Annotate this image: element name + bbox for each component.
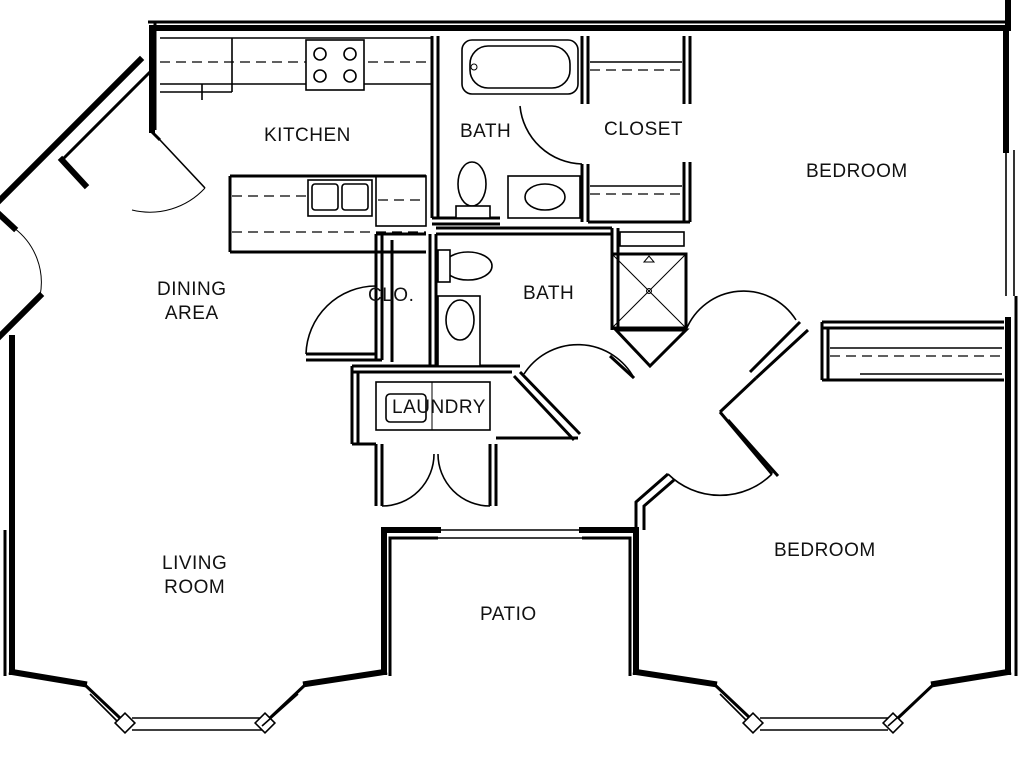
room-label-bath-lower: BATH — [523, 283, 575, 304]
bathtub-icon — [461, 39, 579, 95]
room-label-kitchen: KITCHEN — [264, 125, 351, 146]
toilet-icon — [443, 251, 493, 281]
living-line-1: LIVING — [162, 553, 228, 574]
room-label-closet: CLOSET — [604, 119, 684, 140]
exterior-walls — [0, 0, 1018, 735]
room-label-laundry: LAUNDRY — [392, 397, 486, 418]
fixtures — [305, 39, 581, 367]
room-label-dining-area: DINING AREA — [157, 278, 227, 326]
interior-walls — [160, 36, 1004, 530]
room-label-bath-upper: BATH — [460, 121, 512, 142]
room-label-closet-small: CLO. — [368, 285, 415, 306]
room-label-bedroom-2: BEDROOM — [774, 540, 876, 561]
living-line-2: ROOM — [164, 577, 226, 598]
toilet-icon — [457, 161, 487, 207]
room-label-patio: PATIO — [480, 604, 537, 625]
basin-icon — [524, 183, 566, 211]
dining-line-2: AREA — [164, 303, 219, 324]
dining-line-1: DINING — [157, 279, 227, 300]
basin-icon — [445, 299, 475, 341]
room-label-bedroom-1: BEDROOM — [806, 161, 908, 182]
room-label-living-room: LIVING ROOM — [162, 552, 227, 600]
range-icon — [305, 39, 365, 91]
